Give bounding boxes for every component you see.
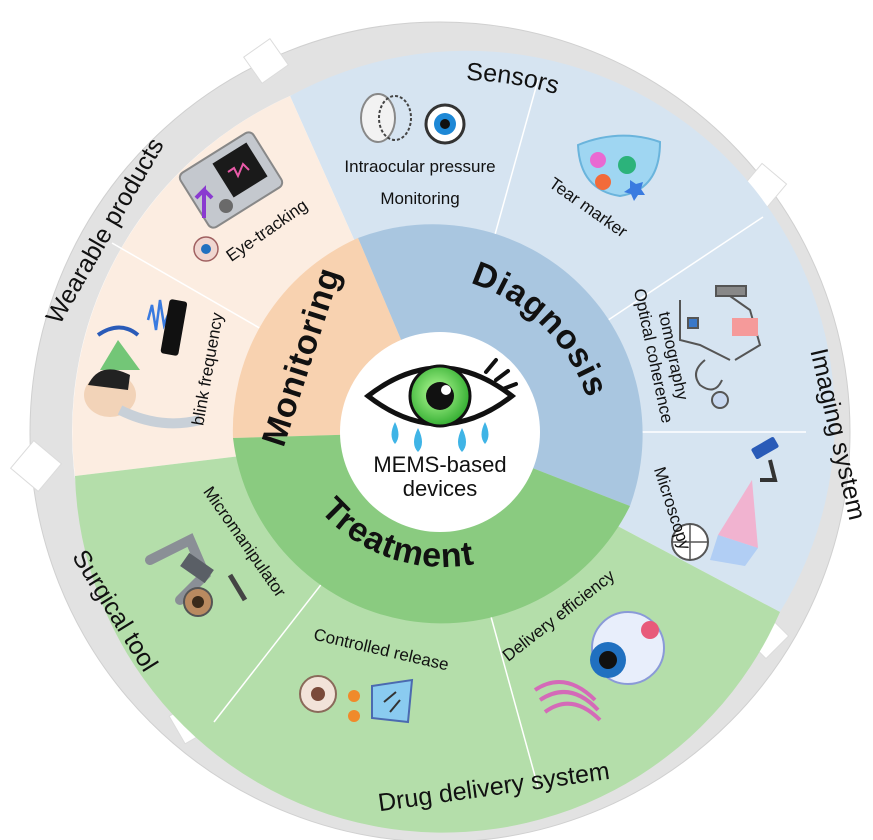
delivery-efficiency-icon — [533, 611, 665, 722]
iop-contact-lens-icon — [360, 93, 466, 145]
controlled-release-icon — [299, 675, 414, 724]
tear-drop-icon — [576, 134, 662, 201]
teary-eye-icon — [363, 358, 518, 452]
center-circle — [340, 332, 540, 532]
blink-frequency-icon — [84, 299, 202, 429]
microscope-icon — [671, 437, 779, 566]
center-title-line1: MEMS-based — [373, 452, 506, 477]
iop-label-line2: Monitoring — [380, 189, 459, 208]
micromanipulator-icon — [145, 533, 248, 617]
center-title-line2: devices — [403, 476, 478, 501]
oct-setup-icon — [679, 285, 762, 409]
iop-label-line1: Intraocular pressure — [344, 157, 495, 176]
outer-ring-border — [29, 21, 851, 840]
eye-tracking-device-icon — [178, 131, 284, 262]
